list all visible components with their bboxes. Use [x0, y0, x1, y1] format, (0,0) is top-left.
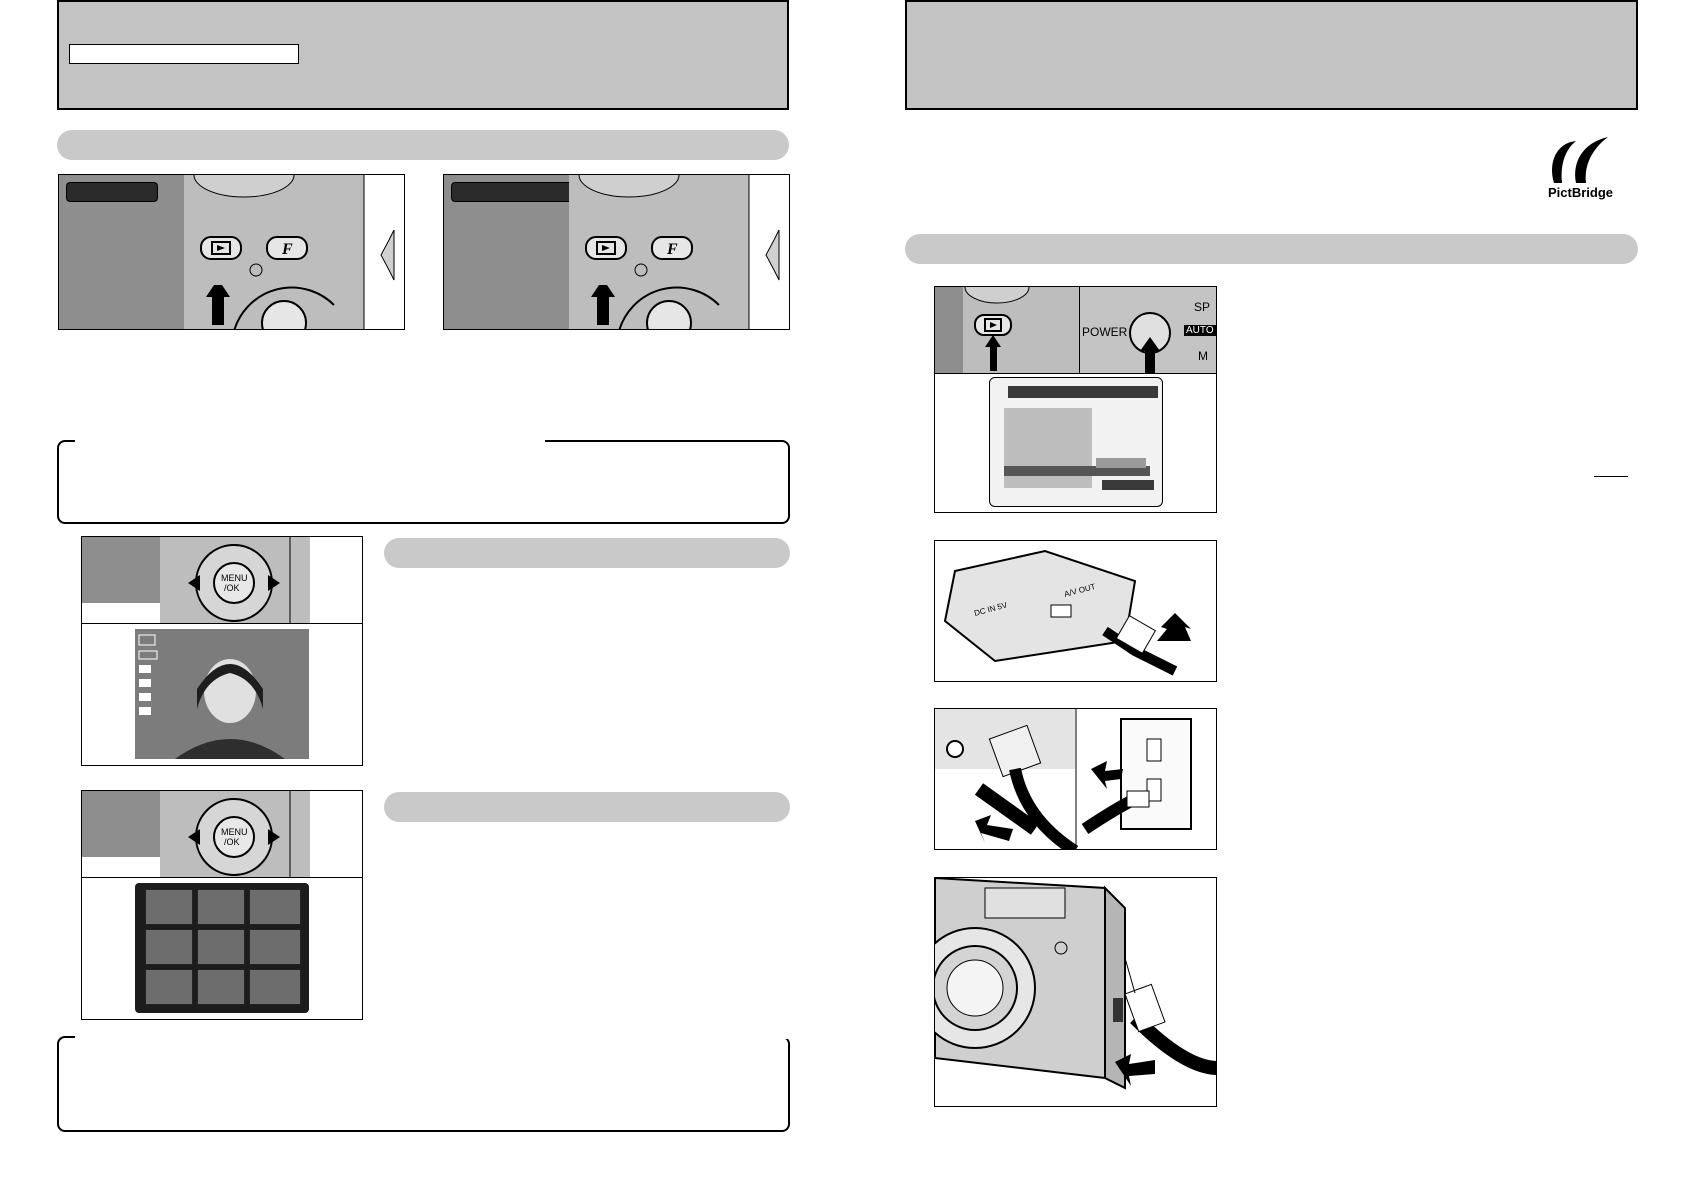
auto-label: AUTO [1184, 325, 1216, 336]
lcd-panel [82, 537, 160, 603]
lcd-panel [935, 287, 963, 373]
figure-power-menu: POWER SP AUTO M [934, 286, 1217, 513]
figure-divider [82, 877, 362, 878]
thumbnail [197, 929, 245, 965]
figure-usb-cradle: DC IN 5V A/V OUT [934, 540, 1217, 682]
note-box-gap [75, 1035, 795, 1039]
thumbnail [197, 969, 245, 1005]
ac-adapter-drawing [935, 709, 1192, 849]
figure-playback-button-2: F [443, 174, 790, 330]
figure-divider [935, 373, 1216, 374]
dc-jack-icon [946, 740, 964, 758]
usb-cradle-drawing: DC IN 5V A/V OUT [943, 549, 1191, 676]
lcd-panel [82, 791, 160, 857]
figure-camera-connection [934, 877, 1217, 1107]
menu-list-bg [1004, 408, 1092, 488]
arrow-up-icon [1140, 337, 1160, 373]
pictbridge-logo-text: PictBridge [1548, 185, 1614, 200]
m-label: M [1198, 349, 1208, 363]
playback-button-drawing [964, 287, 1030, 371]
header-label-box [69, 44, 299, 64]
svg-text:F: F [281, 241, 293, 258]
note-box-2 [57, 1035, 795, 1132]
svg-text:/OK: /OK [224, 837, 240, 847]
thumbnail [145, 929, 193, 965]
four-way-controller-drawing: MENU /OK [188, 791, 291, 877]
figure-playback-button-1: F [58, 174, 405, 330]
menu-screen [989, 377, 1163, 507]
thumbnail [145, 889, 193, 925]
playback-screen [135, 629, 309, 759]
note-box-gap [75, 439, 545, 443]
sp-label: SP [1194, 300, 1211, 314]
section-bar-playback [57, 130, 789, 160]
menu-option-selected [1102, 480, 1154, 490]
power-label: POWER [1082, 325, 1128, 339]
figure-single-frame: MENU /OK [81, 536, 363, 766]
note-box-1 [57, 439, 790, 524]
figure-label [66, 182, 158, 202]
multi-frame-screen [135, 883, 309, 1013]
menu-option [1096, 458, 1146, 468]
pictbridge-logo-icon [1552, 137, 1608, 183]
svg-text:/OK: /OK [224, 583, 240, 593]
thumbnail [249, 889, 301, 925]
menu-selected-row [1004, 466, 1150, 476]
pictbridge-logo: PictBridge [1546, 133, 1616, 205]
menu-title-bar [1008, 386, 1158, 398]
figure-ac-adapter [934, 708, 1217, 850]
camera-controls-drawing: F [193, 175, 395, 329]
thumbnail [197, 889, 245, 925]
section-bar-multi-frame [384, 792, 790, 822]
section-bar-single-frame [384, 538, 790, 568]
page-mark-line [1594, 476, 1628, 477]
figure-divider [82, 623, 362, 624]
figure-vertical-divider [1079, 287, 1080, 373]
section-bar-connect [905, 234, 1638, 264]
svg-text:MENU: MENU [221, 573, 248, 583]
camera-connection-drawing [935, 878, 1216, 1090]
left-header-box [57, 0, 789, 110]
figure-multi-frame: MENU /OK [81, 790, 363, 1020]
thumbnail [145, 969, 193, 1005]
thumbnail [249, 929, 301, 965]
ac-plug-icon [1126, 790, 1150, 808]
right-header-box [905, 0, 1638, 110]
power-panel: POWER SP AUTO M [1080, 287, 1216, 373]
four-way-controller-drawing: MENU /OK [188, 537, 291, 623]
thumbnail [249, 969, 301, 1005]
svg-text:F: F [666, 241, 678, 258]
portrait-photo-drawing [135, 629, 309, 759]
camera-controls-drawing: F [578, 175, 780, 329]
svg-text:MENU: MENU [221, 827, 248, 837]
